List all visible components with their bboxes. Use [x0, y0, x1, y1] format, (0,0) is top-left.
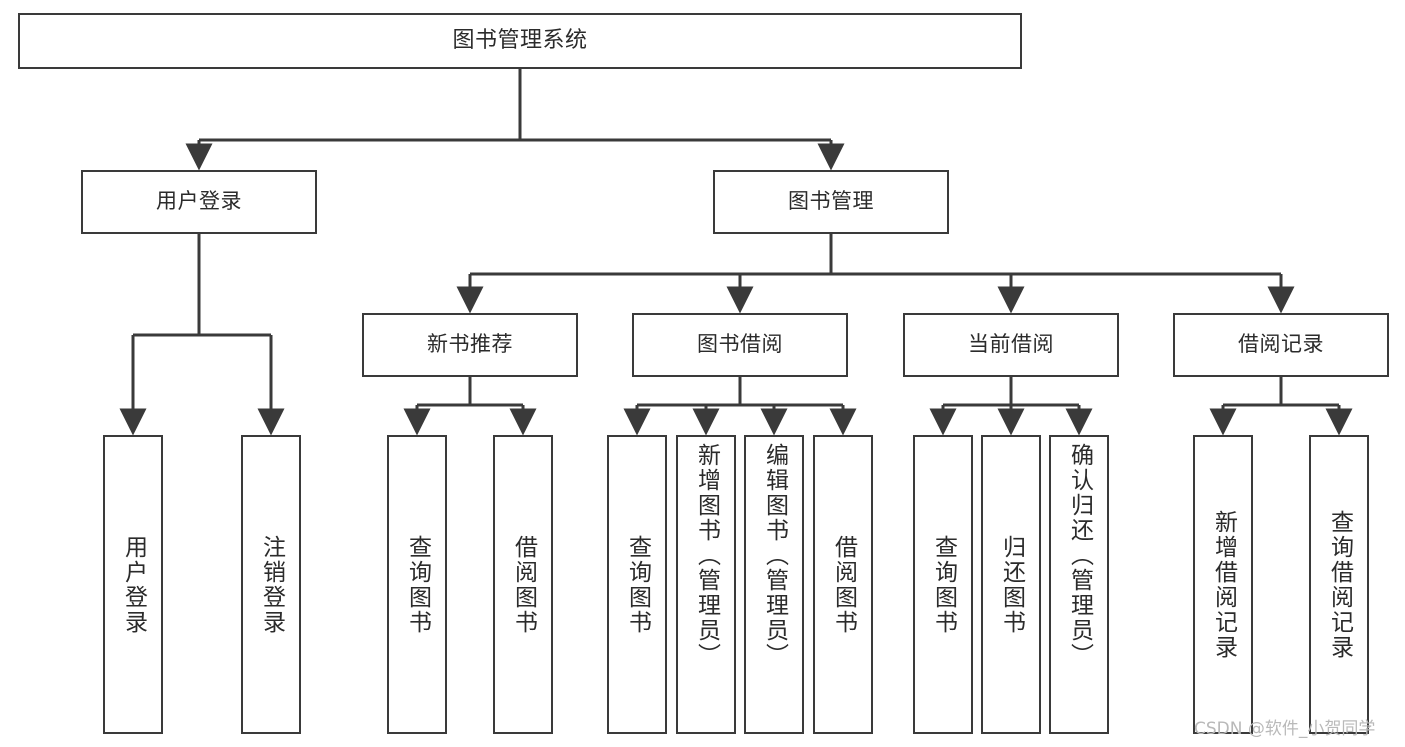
node-label: 查询图书 [404, 534, 431, 635]
node-label: 新增图书（管理员） [693, 443, 720, 668]
node-label: 借阅图书 [510, 534, 537, 635]
leaf-recommend-borrow-book[interactable]: 借阅图书 [493, 435, 553, 734]
node-label: 图书借阅 [697, 332, 783, 357]
node-user-login[interactable]: 用户登录 [81, 170, 317, 234]
node-label: 查询图书 [930, 534, 957, 635]
leaf-record-query-record[interactable]: 查询借阅记录 [1309, 435, 1369, 734]
node-label: 用户登录 [156, 189, 242, 214]
node-label: 查询图书 [624, 534, 651, 635]
leaf-borrow-query-book[interactable]: 查询图书 [607, 435, 667, 734]
node-new-book-recommend[interactable]: 新书推荐 [362, 313, 578, 377]
leaf-current-query-book[interactable]: 查询图书 [913, 435, 973, 734]
leaf-record-add-record[interactable]: 新增借阅记录 [1193, 435, 1253, 734]
node-borrow-record[interactable]: 借阅记录 [1173, 313, 1389, 377]
leaf-recommend-query-book[interactable]: 查询图书 [387, 435, 447, 734]
node-root-system[interactable]: 图书管理系统 [18, 13, 1022, 69]
node-label: 借阅记录 [1238, 332, 1324, 357]
node-current-borrow[interactable]: 当前借阅 [903, 313, 1119, 377]
node-book-borrow[interactable]: 图书借阅 [632, 313, 848, 377]
node-label: 用户登录 [120, 534, 147, 635]
node-label: 确认归还（管理员） [1066, 443, 1093, 668]
node-label: 当前借阅 [968, 332, 1054, 357]
node-label: 归还图书 [998, 534, 1025, 635]
leaf-borrow-borrow-book[interactable]: 借阅图书 [813, 435, 873, 734]
leaf-user-login-logout[interactable]: 注销登录 [241, 435, 301, 734]
node-label: 编辑图书（管理员） [761, 443, 788, 668]
leaf-current-confirm-return-admin[interactable]: 确认归还（管理员） [1049, 435, 1109, 734]
node-label: 图书管理系统 [452, 27, 588, 53]
leaf-user-login-login[interactable]: 用户登录 [103, 435, 163, 734]
node-label: 注销登录 [258, 534, 285, 635]
node-label: 借阅图书 [830, 534, 857, 635]
leaf-borrow-edit-book-admin[interactable]: 编辑图书（管理员） [744, 435, 804, 734]
node-label: 新书推荐 [427, 332, 513, 357]
leaf-borrow-add-book-admin[interactable]: 新增图书（管理员） [676, 435, 736, 734]
node-label: 图书管理 [788, 189, 874, 214]
csdn-watermark: CSDN @软件_小贺同学 [1194, 719, 1376, 739]
node-book-management[interactable]: 图书管理 [713, 170, 949, 234]
leaf-current-return-book[interactable]: 归还图书 [981, 435, 1041, 734]
node-label: 新增借阅记录 [1210, 509, 1237, 660]
node-label: 查询借阅记录 [1326, 509, 1353, 660]
